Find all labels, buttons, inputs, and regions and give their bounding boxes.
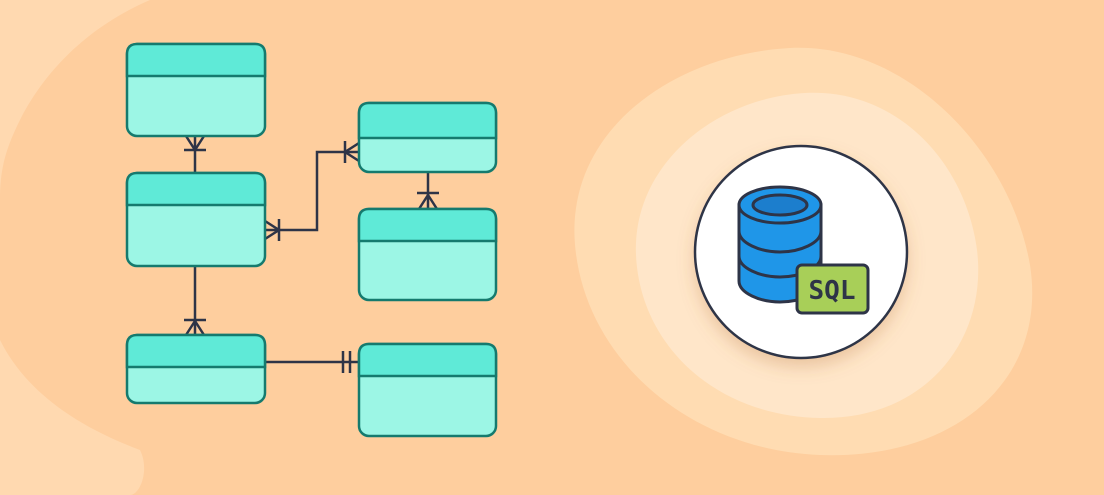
- crowfoot-entity5: [184, 318, 206, 336]
- connector-entity2-entity3: [265, 150, 359, 232]
- entity-table-6-header: [357, 342, 498, 378]
- entity-table-6: [357, 342, 498, 438]
- database-band-1: [737, 230, 823, 254]
- entity-table-1: [125, 42, 267, 138]
- sql-badge-icon: SQL: [693, 144, 909, 360]
- entity-table-5-header: [125, 333, 267, 369]
- entities: [125, 42, 498, 438]
- entity-table-3-header: [357, 101, 498, 140]
- one-mark-entity6: [341, 351, 352, 373]
- sql-tag-box: [795, 263, 870, 315]
- background-blob-bottom-left: [0, 340, 145, 495]
- entity-table-2-header: [125, 171, 267, 207]
- sql-tag: SQL: [795, 263, 870, 315]
- background-blob-left: [0, 0, 150, 200]
- entity-table-5: [125, 333, 267, 405]
- entity-table-1-header: [125, 42, 267, 78]
- sql-tag-label: SQL: [809, 276, 856, 306]
- connectors: [184, 135, 439, 373]
- crowfoot-entity4: [417, 191, 439, 210]
- entity-table-2: [125, 171, 267, 268]
- entity-table-4: [357, 207, 498, 302]
- crowfoot-entity1: [184, 135, 206, 153]
- crowfoot-entity2: [264, 219, 282, 241]
- entity-table-3: [357, 101, 498, 174]
- crowfoot-entity3: [342, 141, 360, 163]
- entity-table-4-header: [357, 207, 498, 243]
- database-top-inner: [751, 193, 809, 217]
